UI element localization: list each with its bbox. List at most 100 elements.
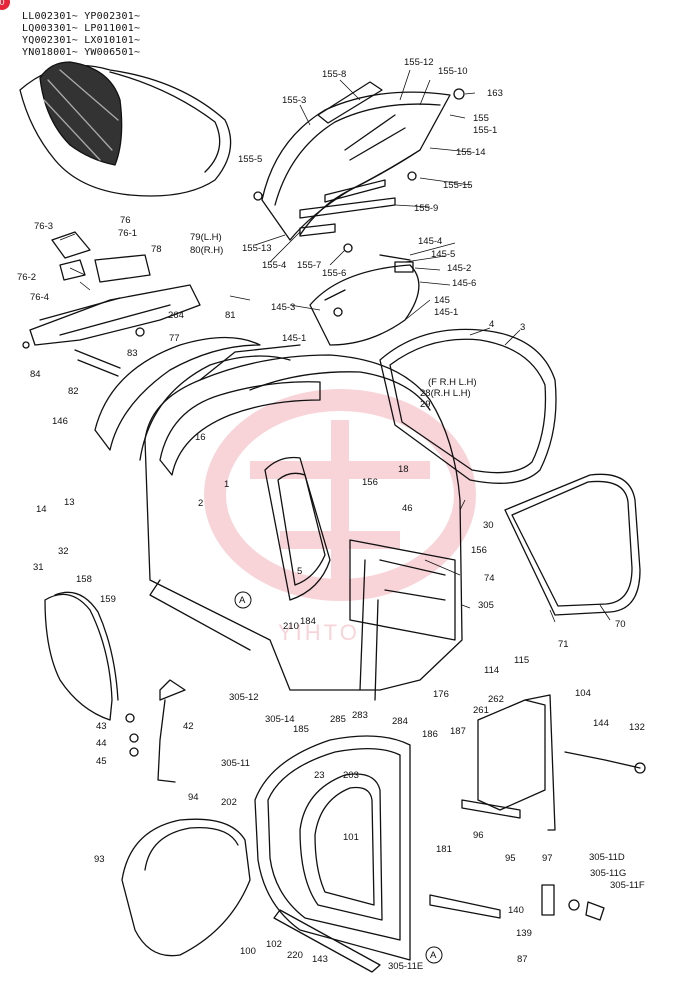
serial-range-1: LL002301~ YP002301~ bbox=[22, 11, 141, 22]
callout-185: 185 bbox=[293, 724, 309, 735]
callout-76-1: 76-1 bbox=[118, 228, 137, 239]
callout-145-4: 145-4 bbox=[418, 236, 442, 247]
callout-30: 30 bbox=[483, 520, 494, 531]
callout-187: 187 bbox=[450, 726, 466, 737]
cab-frame bbox=[144, 344, 463, 701]
callout-13: 13 bbox=[64, 497, 75, 508]
callout-a-top: A bbox=[239, 595, 246, 606]
callout-146: 146 bbox=[52, 416, 68, 427]
callout-102: 102 bbox=[266, 939, 282, 950]
callout-132: 132 bbox=[629, 722, 645, 733]
door-parts-right bbox=[429, 694, 646, 921]
callout-31: 31 bbox=[33, 562, 44, 573]
callout-80-rh: 80(R.H) bbox=[190, 245, 223, 256]
callout-155-8: 155-8 bbox=[322, 69, 346, 80]
left-window-seal-146 bbox=[94, 336, 291, 461]
callout-23: 23 bbox=[314, 770, 325, 781]
callout-261: 261 bbox=[473, 705, 489, 716]
watermark-text: YIHTO bbox=[278, 620, 360, 645]
callout-145-1b: 145-1 bbox=[282, 333, 306, 344]
callout-95: 95 bbox=[505, 853, 516, 864]
callout-220: 220 bbox=[287, 950, 303, 961]
rod-42 bbox=[125, 679, 186, 783]
callout-94: 94 bbox=[188, 792, 199, 803]
serial-range-3: YQ002301~ LX010101~ bbox=[22, 35, 141, 46]
callout-264: 264 bbox=[168, 310, 184, 321]
callout-46: 46 bbox=[402, 503, 413, 514]
seat-cushion bbox=[19, 61, 232, 197]
callout-96: 96 bbox=[473, 830, 484, 841]
corner-glass-31-32 bbox=[44, 591, 119, 721]
callout-5: 5 bbox=[297, 566, 302, 577]
callout-155-10: 155-10 bbox=[438, 66, 468, 77]
callout-155-7: 155-7 bbox=[297, 260, 321, 271]
callout-f-rh-lh: (F R.H L.H) bbox=[428, 377, 477, 388]
callout-32: 32 bbox=[58, 546, 69, 557]
callout-28: 28(R.H L.H) bbox=[420, 388, 471, 399]
callout-82: 82 bbox=[68, 386, 79, 397]
callout-3: 3 bbox=[520, 322, 525, 333]
callout-18: 18 bbox=[398, 464, 409, 475]
callout-305-11f: 305-11F bbox=[610, 880, 645, 891]
callout-305-11g: 305-11G bbox=[590, 868, 626, 879]
callout-29: 29 bbox=[420, 399, 431, 410]
callout-203: 203 bbox=[343, 770, 359, 781]
callout-104: 104 bbox=[575, 688, 591, 699]
callout-143: 143 bbox=[312, 954, 328, 965]
callout-81: 81 bbox=[225, 310, 236, 321]
callout-156b: 156 bbox=[471, 545, 487, 556]
callout-140: 140 bbox=[508, 905, 524, 916]
callout-155-4: 155-4 bbox=[262, 260, 286, 271]
callout-283: 283 bbox=[352, 710, 368, 721]
reference-markers bbox=[234, 591, 443, 964]
serial-number-ranges: LL002301~ YP002301~ LQ003301~ LP011001~ … bbox=[22, 11, 140, 59]
serial-range-4: YN018001~ YW006501~ bbox=[22, 47, 141, 58]
callout-158: 158 bbox=[76, 574, 92, 585]
callout-155-5: 155-5 bbox=[238, 154, 262, 165]
callout-144: 144 bbox=[593, 718, 609, 729]
callout-305: 305 bbox=[478, 600, 494, 611]
corner-badge: 0 bbox=[0, 0, 10, 10]
callout-labels: 155-8 155-12 155-10 163 155-3 155 155-1 … bbox=[17, 57, 645, 972]
callout-139: 139 bbox=[516, 928, 532, 939]
callout-145-1: 145-1 bbox=[434, 307, 458, 318]
leader-lines bbox=[59, 69, 611, 623]
callout-145-3: 145-3 bbox=[271, 302, 295, 313]
callout-156: 156 bbox=[362, 477, 378, 488]
serial-range-2: LQ003301~ LP011001~ bbox=[22, 23, 141, 34]
callout-78: 78 bbox=[151, 244, 162, 255]
callout-76: 76 bbox=[120, 215, 131, 226]
callout-284: 284 bbox=[392, 716, 408, 727]
roof-hatch-155 bbox=[253, 81, 465, 253]
callout-184: 184 bbox=[300, 616, 316, 627]
callout-100: 100 bbox=[240, 946, 256, 957]
callout-181: 181 bbox=[436, 844, 452, 855]
callout-305-11: 305-11 bbox=[221, 758, 250, 769]
callout-305-14: 305-14 bbox=[265, 714, 295, 725]
callout-155-14: 155-14 bbox=[456, 147, 486, 158]
watermark-logo: YIHTO bbox=[204, 389, 476, 645]
callout-155-1: 155-1 bbox=[473, 125, 497, 136]
callout-163: 163 bbox=[487, 88, 503, 99]
callout-43: 43 bbox=[96, 721, 107, 732]
callout-155-15: 155-15 bbox=[443, 180, 473, 191]
callout-76-2: 76-2 bbox=[17, 272, 36, 283]
callout-202: 202 bbox=[221, 797, 237, 808]
callout-76-4: 76-4 bbox=[30, 292, 49, 303]
roof-liner-76 bbox=[22, 231, 201, 377]
callout-87: 87 bbox=[517, 954, 528, 965]
callout-83: 83 bbox=[127, 348, 138, 359]
callout-210: 210 bbox=[283, 621, 299, 632]
callout-79-lh: 79(L.H) bbox=[190, 232, 222, 243]
callout-155-3: 155-3 bbox=[282, 95, 306, 106]
callout-76-3: 76-3 bbox=[34, 221, 53, 232]
callout-1: 1 bbox=[224, 479, 229, 490]
callout-101: 101 bbox=[343, 832, 359, 843]
callout-2: 2 bbox=[198, 498, 203, 509]
callout-145-2: 145-2 bbox=[447, 263, 471, 274]
callout-45: 45 bbox=[96, 756, 107, 767]
callout-155-9: 155-9 bbox=[414, 203, 438, 214]
callout-176: 176 bbox=[433, 689, 449, 700]
callout-4: 4 bbox=[489, 319, 494, 330]
